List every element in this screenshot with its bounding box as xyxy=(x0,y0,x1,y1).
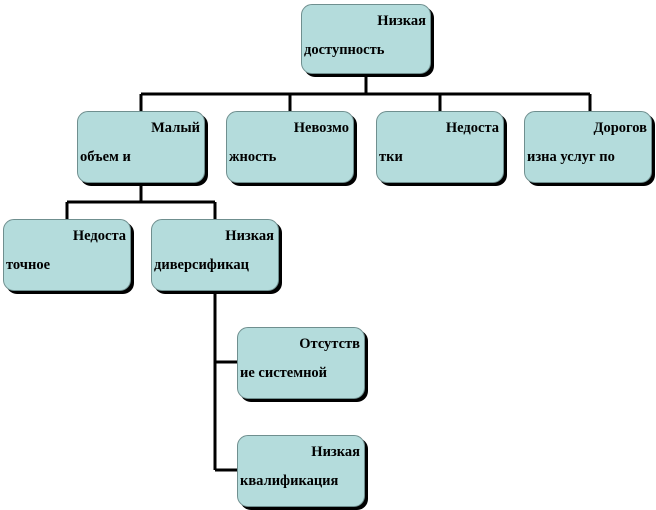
node-label-line1: Отсутств xyxy=(299,336,360,352)
node-label-line1: Низкая xyxy=(377,13,426,29)
node-high-cost: Дорогов изна услуг по xyxy=(524,111,652,183)
node-shortcomings: Недоста тки xyxy=(376,111,504,183)
node-label-line1: Малый xyxy=(151,120,200,136)
node-impossibility: Невозмо жность xyxy=(226,111,354,183)
node-label-line1: Низкая xyxy=(311,444,360,460)
node-label-line2: жность xyxy=(229,149,277,165)
node-label-line2: изна услуг по xyxy=(527,149,615,165)
node-label-line1: Недоста xyxy=(445,120,499,136)
node-low-accessibility: Низкая доступность xyxy=(301,4,431,74)
node-label-line2: доступность xyxy=(304,42,385,58)
node-label-line2: объем и xyxy=(80,149,131,165)
node-label-line1: Невозмо xyxy=(293,120,349,136)
node-insufficient: Недоста точное xyxy=(3,219,131,291)
node-label-line2: диверсификац xyxy=(154,257,249,273)
node-label-line2: точное xyxy=(6,257,51,273)
node-low-diversification: Низкая диверсификац xyxy=(151,219,279,291)
node-label-line2: тки xyxy=(379,149,403,165)
node-small-volume: Малый объем и xyxy=(77,111,205,183)
node-label-line1: Дорогов xyxy=(593,120,647,136)
node-label-line1: Низкая xyxy=(225,228,274,244)
node-label-line2: квалификация xyxy=(240,473,339,489)
node-label-line1: Недоста xyxy=(72,228,126,244)
node-absence-system: Отсутств ие системной xyxy=(237,327,365,399)
node-low-qualification: Низкая квалификация xyxy=(237,435,365,507)
node-label-line2: ие системной xyxy=(240,365,328,381)
